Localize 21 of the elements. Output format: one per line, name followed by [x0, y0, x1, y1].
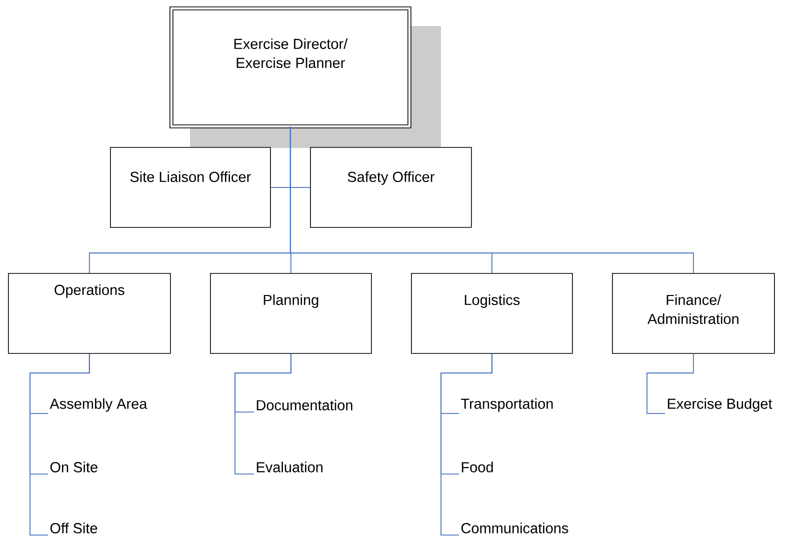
section-box: Operations — [8, 273, 171, 354]
item-label: Transportation — [461, 398, 553, 412]
item-label: Exercise Budget — [668, 398, 772, 412]
officer-box: Safety Officer — [310, 147, 472, 228]
connector-line — [440, 353, 492, 536]
director-box: Exercise Director/ Exercise Planner — [170, 6, 412, 128]
item-label: Evaluation — [256, 462, 322, 472]
item-label: Food — [462, 462, 493, 472]
connector-line — [30, 353, 90, 536]
item-label: Off Site — [50, 522, 98, 534]
section-box: Planning — [210, 273, 372, 354]
connector-line — [290, 126, 694, 274]
officer-box: Site Liaison Officer — [110, 147, 271, 228]
item-label: Assembly Area — [50, 398, 148, 412]
connector-line — [234, 353, 292, 474]
item-label: Documentation — [256, 400, 352, 410]
section-box: Logistics — [411, 273, 573, 354]
section-box: Finance/ Administration — [612, 273, 775, 354]
item-label: Communications — [461, 522, 568, 534]
connector-line — [646, 353, 694, 414]
item-label: On Site — [50, 462, 98, 472]
